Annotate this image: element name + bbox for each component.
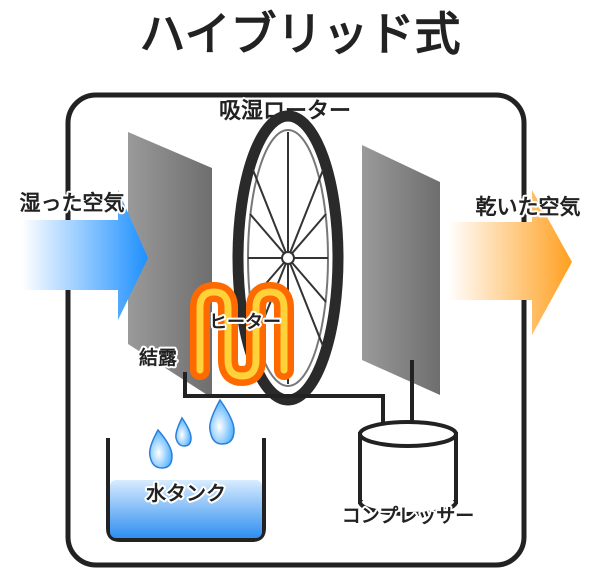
page-title: ハイブリッド式 <box>139 7 460 61</box>
heater-coil-icon <box>190 282 294 386</box>
heater-label: ヒーター <box>209 312 281 333</box>
wet-air-label: 湿った空気 <box>20 191 125 215</box>
dry-air-label: 乾いた空気 <box>476 195 581 219</box>
water-tank <box>106 438 266 542</box>
condensation-label: 結露 <box>139 346 178 369</box>
compressor-icon <box>358 420 458 516</box>
water-tank-label: 水タンク <box>146 481 226 505</box>
compressor-label: コンプレッサー <box>342 504 474 527</box>
wet-air-arrow <box>22 190 148 320</box>
exhaust-heat-exchanger-panel <box>362 145 440 395</box>
refrigerant-pipes <box>183 360 414 428</box>
water-droplet-icon <box>148 398 235 469</box>
dry-air-arrow <box>448 190 572 335</box>
